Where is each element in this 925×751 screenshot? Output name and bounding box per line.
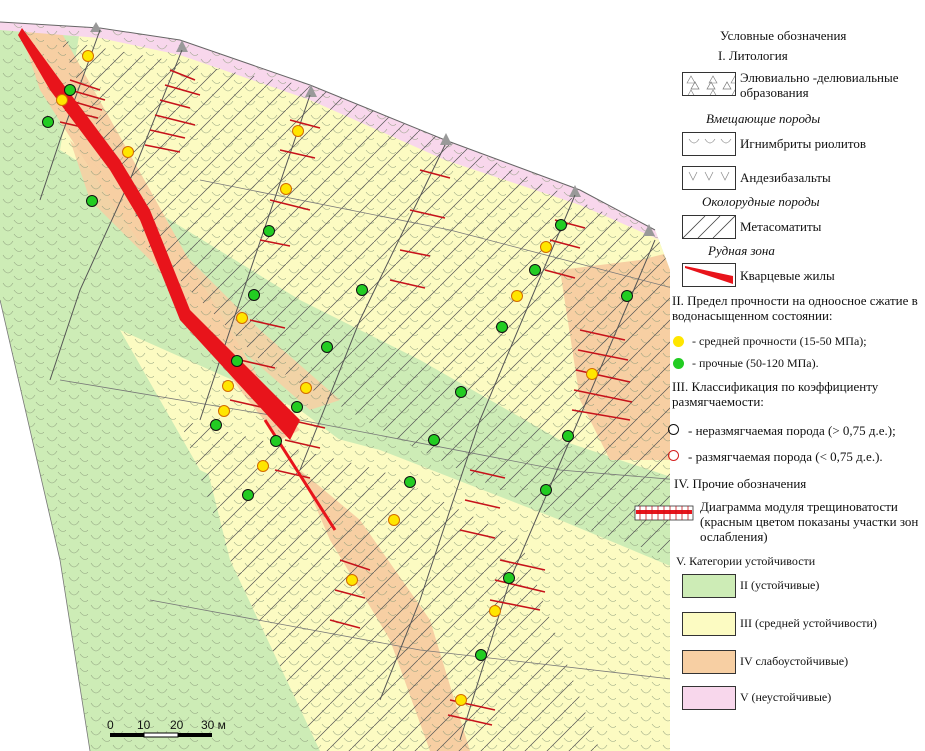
strong-points	[42, 84, 633, 661]
label-non-softening: - неразмягчаемая порода (> 0,75 д.е.);	[688, 423, 896, 438]
swatch-cat5	[682, 686, 736, 710]
label-strong: - прочные (50-120 МПа).	[692, 356, 819, 370]
label-cat2: II (устойчивые)	[740, 578, 820, 592]
circle-non-softening	[668, 424, 679, 435]
label-medium-strength: - средней прочности (15-50 МПа);	[692, 334, 867, 348]
swatch-ignimbrite	[682, 132, 736, 156]
section-body	[0, 22, 670, 751]
legend-section-2: II. Предел прочности на одноосное сжатие…	[672, 293, 918, 323]
swatch-andesibasalt	[682, 166, 736, 190]
dot-strong	[673, 358, 684, 369]
swatch-quartz	[682, 263, 736, 287]
label-near-ore: Околорудные породы	[702, 194, 820, 209]
legend-title: Условные обозначения	[720, 28, 847, 43]
circle-softening	[668, 450, 679, 461]
swatch-eluvial	[682, 72, 736, 96]
dot-medium-strength	[673, 336, 684, 347]
legend-section-4: IV. Прочие обозначения	[674, 476, 807, 491]
label-cat3: III (средней устойчивости)	[740, 616, 877, 630]
label-metasomatite: Метасоматиты	[740, 219, 822, 234]
label-cat4: IV слабоустойчивые)	[740, 654, 849, 668]
borehole-markers	[90, 22, 655, 236]
legend-section-5: V. Категории устойчивости	[676, 554, 816, 568]
scale-bar	[110, 732, 212, 738]
scale-tick-0: 0	[107, 718, 114, 732]
label-andesibasalt: Андезибазальты	[740, 170, 831, 185]
scale-tick-20: 20	[170, 718, 184, 732]
legend: Условные обозначения I. Литология Элювиа…	[634, 24, 922, 744]
label-eluvial: Элювиально -делювиальные образования	[740, 70, 899, 100]
medium-strength-points	[56, 50, 598, 706]
swatch-metasomatite	[682, 215, 736, 239]
label-ignimbrite: Игнимбриты риолитов	[740, 136, 866, 151]
label-fracture-diagram: Диаграмма модуля трещиноватости (красным…	[700, 499, 919, 544]
quartz-vein	[18, 28, 300, 440]
legend-section-3: III. Классификация по коэффициенту размя…	[672, 379, 879, 409]
label-quartz: Кварцевые жилы	[740, 268, 835, 283]
label-cat5: V (неустойчивые)	[740, 690, 832, 704]
swatch-cat2	[682, 574, 736, 598]
legend-section-1: I. Литология	[718, 48, 788, 63]
scale-tick-30: 30 м	[201, 718, 226, 732]
swatch-cat3	[682, 612, 736, 636]
surface-line	[0, 21, 656, 231]
scale-tick-10: 10	[137, 718, 151, 732]
label-ore-zone: Рудная зона	[708, 243, 775, 258]
swatch-cat4	[682, 650, 736, 674]
label-softening: - размягчаемая порода (< 0,75 д.е.).	[688, 449, 883, 464]
swatch-fracture-diagram	[634, 505, 694, 521]
label-host-rocks: Вмещающие породы	[706, 111, 821, 126]
fracture-diagrams	[59, 69, 633, 726]
